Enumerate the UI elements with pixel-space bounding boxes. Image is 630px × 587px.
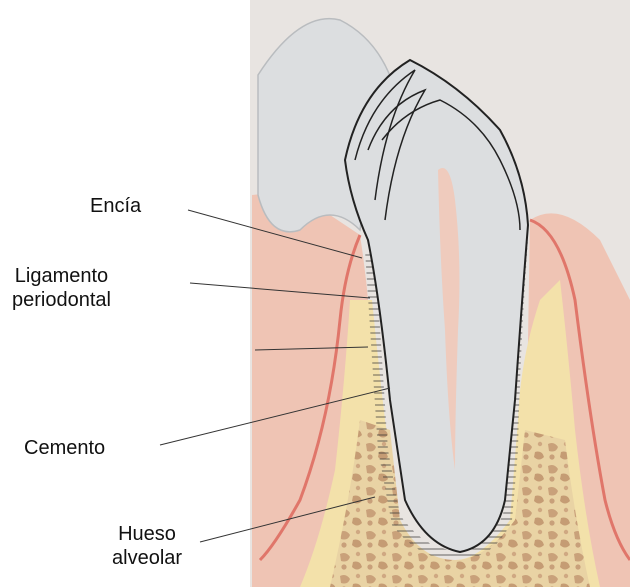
label-cemento: Cemento: [24, 436, 105, 460]
label-ligamento-periodontal: Ligamento periodontal: [12, 264, 111, 312]
label-hueso-line1: Hueso: [112, 522, 182, 546]
label-ligamento-line1: Ligamento: [12, 264, 111, 288]
label-ligamento-line2: periodontal: [12, 288, 111, 312]
label-hueso-alveolar: Hueso alveolar: [112, 522, 182, 570]
label-encia: Encía: [90, 194, 141, 218]
label-hueso-line2: alveolar: [112, 546, 182, 570]
